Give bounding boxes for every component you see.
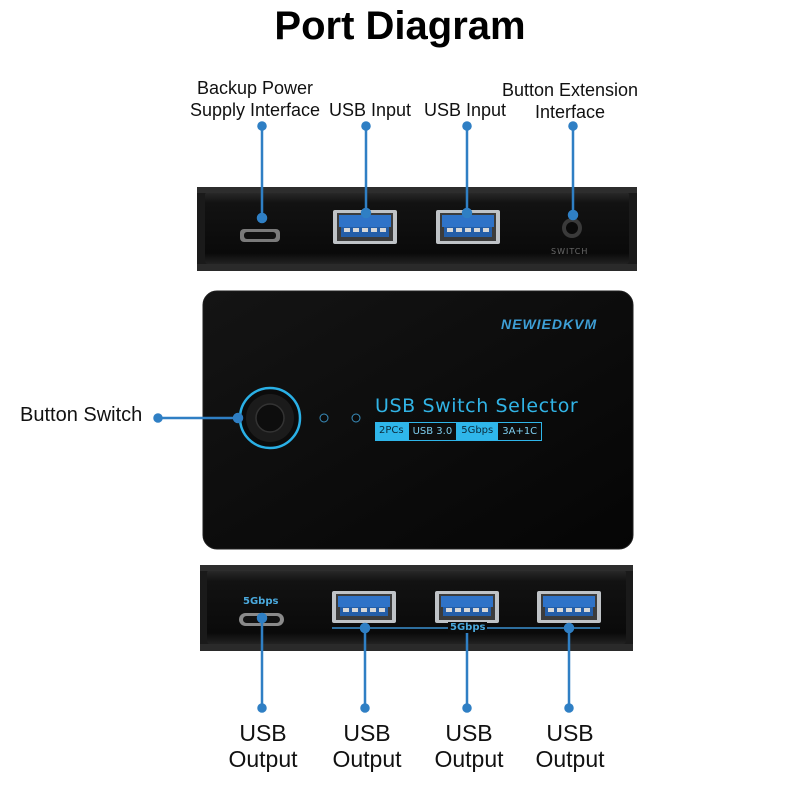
usb-output-port-4-icon: [537, 591, 601, 623]
label-button-switch: Button Switch: [20, 404, 143, 426]
usb-speed-label: 5Gbps: [448, 622, 488, 633]
label-usb-input-1: USB Input: [328, 100, 412, 120]
device-rear-panel: [197, 187, 637, 271]
label-usb-output-4-line1: USB: [546, 720, 594, 746]
leader-lines: [153, 121, 579, 713]
usb-input-port-1-icon: [333, 210, 397, 244]
page-title: Port Diagram: [274, 4, 526, 48]
button-extension-jack-icon: [562, 218, 582, 238]
spec-chips: 2PCs USB 3.0 5Gbps 3A+1C: [375, 422, 543, 441]
led-1-icon: [319, 413, 329, 423]
label-usb-output-4-line2: Output: [535, 746, 605, 772]
label-backup-power: Backup Power Supply Interface: [180, 77, 330, 121]
label-button-extension-line2: Interface: [534, 102, 606, 122]
usb-output-port-2-icon: [332, 591, 396, 623]
device-front-panel: [200, 565, 633, 651]
label-usb-output-2-line2: Output: [332, 746, 402, 772]
chip-usb30: USB 3.0: [407, 422, 458, 441]
label-usb-output-1: USB Output: [213, 720, 313, 772]
label-usb-output-3-line1: USB: [445, 720, 493, 746]
selector-title: USB Switch Selector: [375, 395, 579, 417]
switch-button-icon: [238, 386, 302, 450]
power-port-icon: [240, 229, 280, 242]
chip-5gbps: 5Gbps: [457, 422, 498, 441]
top-port-switch-text: SWITCH: [551, 247, 589, 256]
chip-3a1c: 3A+1C: [497, 422, 543, 441]
label-usb-output-2-line1: USB: [343, 720, 391, 746]
label-button-extension-line1: Button Extension: [501, 80, 639, 100]
usb-output-port-3-icon: [435, 591, 499, 623]
device-top-face: [202, 290, 634, 550]
label-button-extension: Button Extension Interface: [495, 79, 645, 123]
typec-speed-label: 5Gbps: [243, 596, 279, 607]
label-usb-output-3-line2: Output: [434, 746, 504, 772]
chip-2pcs: 2PCs: [375, 422, 408, 441]
usb-input-port-2-icon: [436, 210, 500, 244]
label-backup-power-line2: Supply Interface: [189, 100, 321, 120]
brand-name: NEWIEDKVM: [501, 316, 598, 332]
label-usb-output-2: USB Output: [317, 720, 417, 772]
led-2-icon: [351, 413, 361, 423]
label-usb-output-1-line1: USB: [239, 720, 287, 746]
label-usb-input-2: USB Input: [423, 100, 507, 120]
label-usb-output-4: USB Output: [520, 720, 620, 772]
label-usb-output-3: USB Output: [419, 720, 519, 772]
label-usb-output-1-line2: Output: [228, 746, 298, 772]
label-backup-power-line1: Backup Power: [196, 78, 314, 98]
